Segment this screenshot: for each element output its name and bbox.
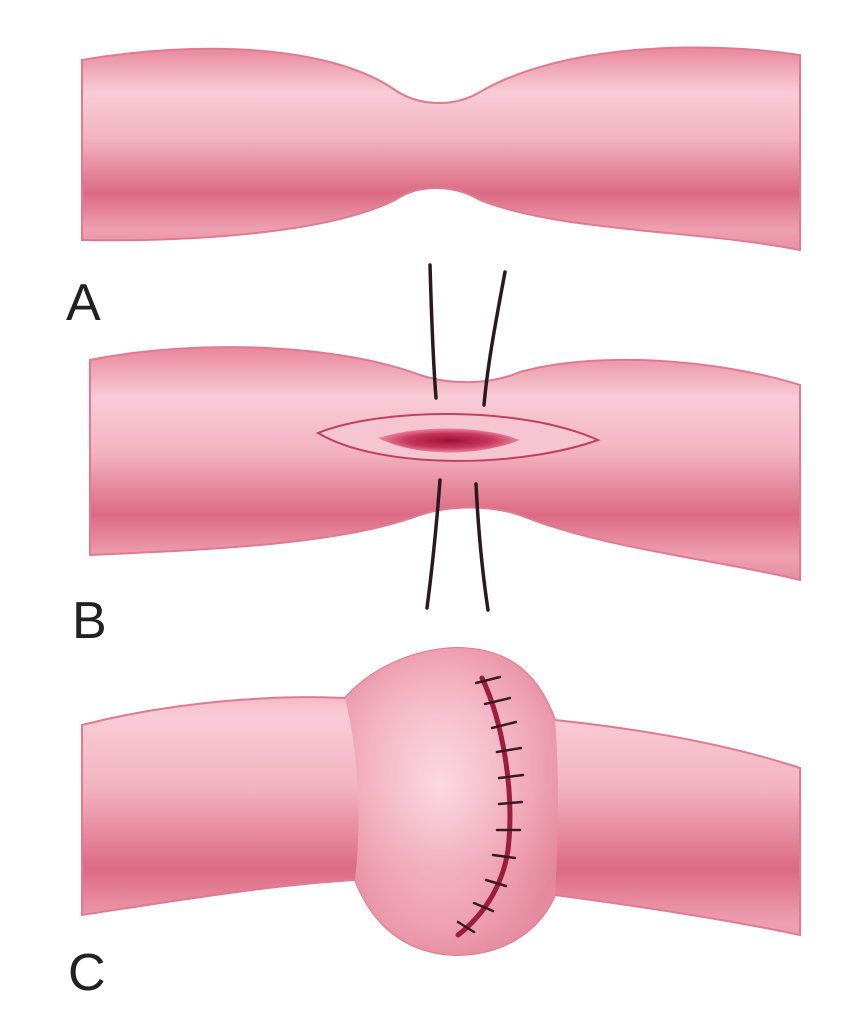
panel-c: C bbox=[68, 648, 800, 1002]
panel-a: A bbox=[66, 47, 800, 332]
panel-label-c: C bbox=[68, 944, 106, 1002]
panel-label-b: B bbox=[72, 592, 107, 650]
vessel-b bbox=[90, 347, 800, 580]
panel-label-a: A bbox=[66, 274, 101, 332]
vessel-a bbox=[82, 47, 800, 250]
panel-b: B bbox=[72, 265, 800, 650]
closure-bulge bbox=[345, 648, 558, 955]
